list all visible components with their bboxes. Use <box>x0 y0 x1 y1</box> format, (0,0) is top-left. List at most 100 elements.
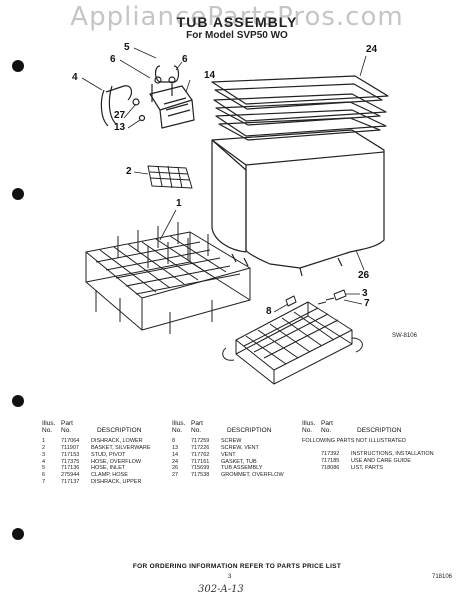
part-description: VENT <box>221 451 236 458</box>
parts-table-column-3: Illus. Part No. No. DESCRIPTION FOLLOWIN… <box>302 420 442 471</box>
illus-no <box>302 451 321 458</box>
table-row: 24 717161 GASKET, TUB <box>172 459 294 466</box>
binder-hole <box>12 528 24 540</box>
illus-no <box>302 465 321 472</box>
callout-13: 13 <box>114 122 126 133</box>
part-description: HOSE, OVERFLOW <box>91 458 142 465</box>
table-row: 7 717137 DISHRACK, UPPER <box>42 479 162 486</box>
callout-2: 2 <box>126 166 132 177</box>
part-no: 717153 <box>61 451 80 458</box>
header-part-no: No. <box>321 427 332 435</box>
callout-27: 27 <box>114 110 126 121</box>
part-no: 275944 <box>61 471 80 478</box>
table-row: 8 717259 SCREW <box>172 438 294 445</box>
part-description: TUB ASSEMBLY <box>221 465 263 472</box>
part-description: GASKET, TUB <box>221 458 257 465</box>
callout-6: 6 <box>110 54 116 65</box>
handwritten-note: 302-A-13 <box>198 584 244 595</box>
part-no: 717226 <box>191 445 210 452</box>
table-header: No. No. DESCRIPTION <box>172 427 294 434</box>
table-header-top: Illus. Part <box>302 420 442 427</box>
part-no: 717259 <box>191 438 210 445</box>
part-description: HOSE, INLET <box>91 465 126 472</box>
part-description: SCREW, VENT <box>221 445 259 452</box>
callout-4: 4 <box>72 72 78 83</box>
lower-dishrack-drawing <box>85 222 251 334</box>
illus-no: 1 <box>42 438 46 445</box>
page-number: 3 <box>228 574 232 580</box>
part-no: 711907 <box>61 445 79 452</box>
part-description: LIST, PARTS <box>351 464 383 471</box>
table-row: 717392 INSTRUCTIONS, INSTALLATION <box>302 451 442 458</box>
part-description: INSTRUCTIONS, INSTALLATION <box>351 451 434 458</box>
binder-hole <box>12 188 24 200</box>
drawing-number: SW-8106 <box>392 333 417 339</box>
callout-24: 24 <box>366 44 378 55</box>
header-part-label: Part <box>321 420 333 427</box>
callout-7: 7 <box>364 298 370 309</box>
header-description: DESCRIPTION <box>97 427 142 435</box>
header-description: DESCRIPTION <box>227 427 272 435</box>
header-description: DESCRIPTION <box>357 427 402 435</box>
callout-3: 3 <box>362 288 368 299</box>
part-description: DISHRACK, UPPER <box>91 478 142 485</box>
part-no: 717392 <box>321 451 340 458</box>
model-subtitle: For Model SVP50 WO <box>186 30 288 41</box>
illus-no: 8 <box>172 438 176 445</box>
part-no: 715699 <box>191 465 210 472</box>
header-part-label: Part <box>191 420 203 427</box>
hose-vent-drawing <box>100 65 195 129</box>
binder-hole <box>12 60 24 72</box>
part-no: 717137 <box>61 478 80 485</box>
page-title: TUB ASSEMBLY <box>176 14 298 30</box>
header-illus-label: Illus. <box>172 420 186 427</box>
table-row: 1 717064 DISHRACK, LOWER <box>42 438 162 445</box>
not-illustrated-heading: FOLLOWING PARTS NOT ILLUSTRATED <box>302 438 406 445</box>
illus-no: 7 <box>42 478 46 485</box>
header-illus-no: No. <box>302 427 313 435</box>
binder-hole <box>12 395 24 407</box>
part-no: 717161 <box>191 458 210 465</box>
illus-no: 24 <box>172 458 179 465</box>
table-row: 3 717153 STUD, PIVOT <box>42 452 162 459</box>
callout-6: 6 <box>182 54 188 65</box>
part-description: SCREW <box>221 438 242 445</box>
table-row: 718086 LIST, PARTS <box>302 465 442 472</box>
illus-no: 13 <box>172 445 179 452</box>
part-description: DISHRACK, LOWER <box>91 438 143 445</box>
illus-no: 26 <box>172 465 179 472</box>
illus-no: 27 <box>172 471 179 478</box>
callout-5: 5 <box>124 42 130 53</box>
part-description: USE AND CARE GUIDE <box>351 457 411 464</box>
table-header: No. No. DESCRIPTION <box>42 427 162 434</box>
form-number: 718106 <box>432 574 453 580</box>
part-description: STUD, PIVOT <box>91 451 126 458</box>
pivot-stud-drawing <box>285 289 347 307</box>
silverware-basket-drawing <box>147 165 193 189</box>
illus-no: 14 <box>172 451 179 458</box>
exploded-diagram <box>81 47 389 385</box>
header-illus-no: No. <box>172 427 183 435</box>
callout-14: 14 <box>204 70 216 81</box>
header-illus-no: No. <box>42 427 53 435</box>
illus-no: 5 <box>42 465 46 472</box>
callout-26: 26 <box>358 270 370 281</box>
part-no: 717064 <box>61 438 80 445</box>
leader-lines <box>81 47 367 313</box>
illus-no: 6 <box>42 471 46 478</box>
header-illus-label: Illus. <box>42 420 56 427</box>
header-part-no: No. <box>191 427 202 435</box>
upper-dishrack-drawing <box>222 301 363 385</box>
illus-no: 3 <box>42 451 46 458</box>
ordering-note: FOR ORDERING INFORMATION REFER TO PARTS … <box>132 563 342 570</box>
header-part-no: No. <box>61 427 72 435</box>
tub-drawing <box>211 129 385 277</box>
part-no: 718086 <box>321 464 340 471</box>
part-no: 717538 <box>191 471 210 478</box>
